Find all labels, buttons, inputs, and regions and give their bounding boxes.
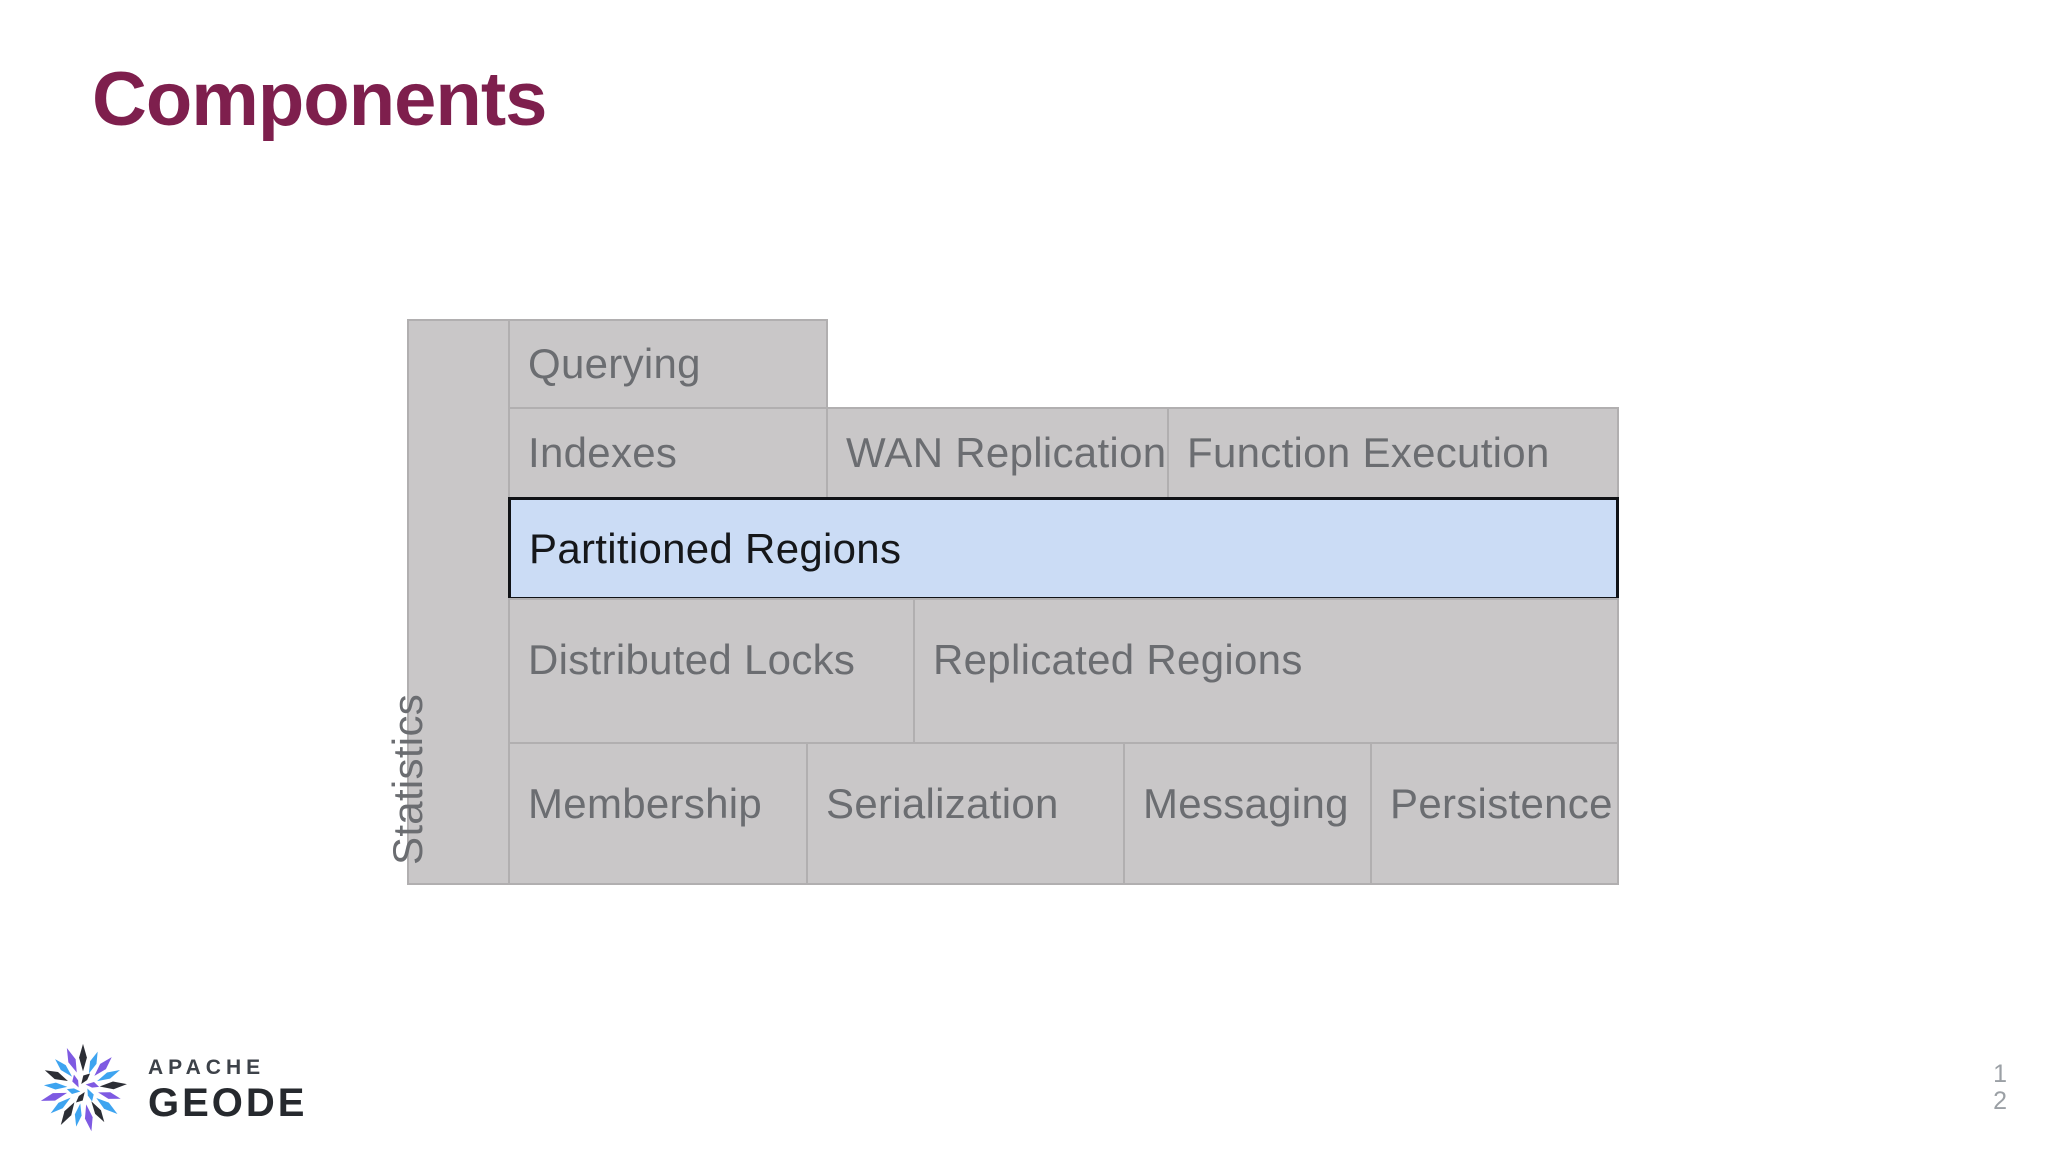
- block-function-execution: Function Execution: [1167, 407, 1619, 499]
- block-indexes: Indexes: [508, 407, 828, 499]
- logo-geode-text: GEODE: [148, 1081, 308, 1125]
- block-distributed-locks: Distributed Locks: [508, 598, 915, 744]
- block-messaging: Messaging: [1123, 742, 1372, 885]
- block-distributed-locks-label: Distributed Locks: [528, 636, 856, 683]
- block-statistics-label: Statistics: [384, 693, 431, 865]
- block-querying: Querying: [508, 319, 828, 409]
- block-partitioned-regions-label: Partitioned Regions: [529, 524, 902, 572]
- block-partitioned-regions-highlighted: Partitioned Regions: [508, 497, 1619, 600]
- apache-geode-wordmark: APACHE GEODE: [148, 1053, 307, 1123]
- block-wan-replication: WAN Replication: [826, 407, 1169, 499]
- apache-geode-logo: APACHE GEODE: [34, 1039, 307, 1137]
- block-statistics: [407, 319, 510, 885]
- block-membership: Membership: [508, 742, 808, 885]
- block-messaging-label: Messaging: [1143, 780, 1349, 827]
- page-title: Components: [92, 57, 547, 142]
- block-querying-label: Querying: [528, 340, 701, 387]
- block-serialization: Serialization: [806, 742, 1125, 885]
- page-number: 1 2: [1977, 1061, 2007, 1115]
- logo-apache-text: APACHE: [148, 1056, 266, 1079]
- page-number-line-1: 1: [1993, 1060, 2007, 1088]
- block-persistence-label: Persistence: [1390, 780, 1613, 827]
- block-indexes-label: Indexes: [528, 429, 678, 476]
- block-wan-replication-label: WAN Replication: [846, 429, 1167, 476]
- geode-starburst-icon: [40, 1043, 127, 1132]
- block-persistence: Persistence: [1370, 742, 1619, 885]
- block-function-execution-label: Function Execution: [1187, 429, 1550, 476]
- block-serialization-label: Serialization: [826, 780, 1059, 827]
- block-membership-label: Membership: [528, 780, 763, 827]
- block-replicated-regions: Replicated Regions: [913, 598, 1619, 744]
- block-replicated-regions-label: Replicated Regions: [933, 636, 1303, 683]
- page-number-line-2: 2: [1993, 1087, 2007, 1115]
